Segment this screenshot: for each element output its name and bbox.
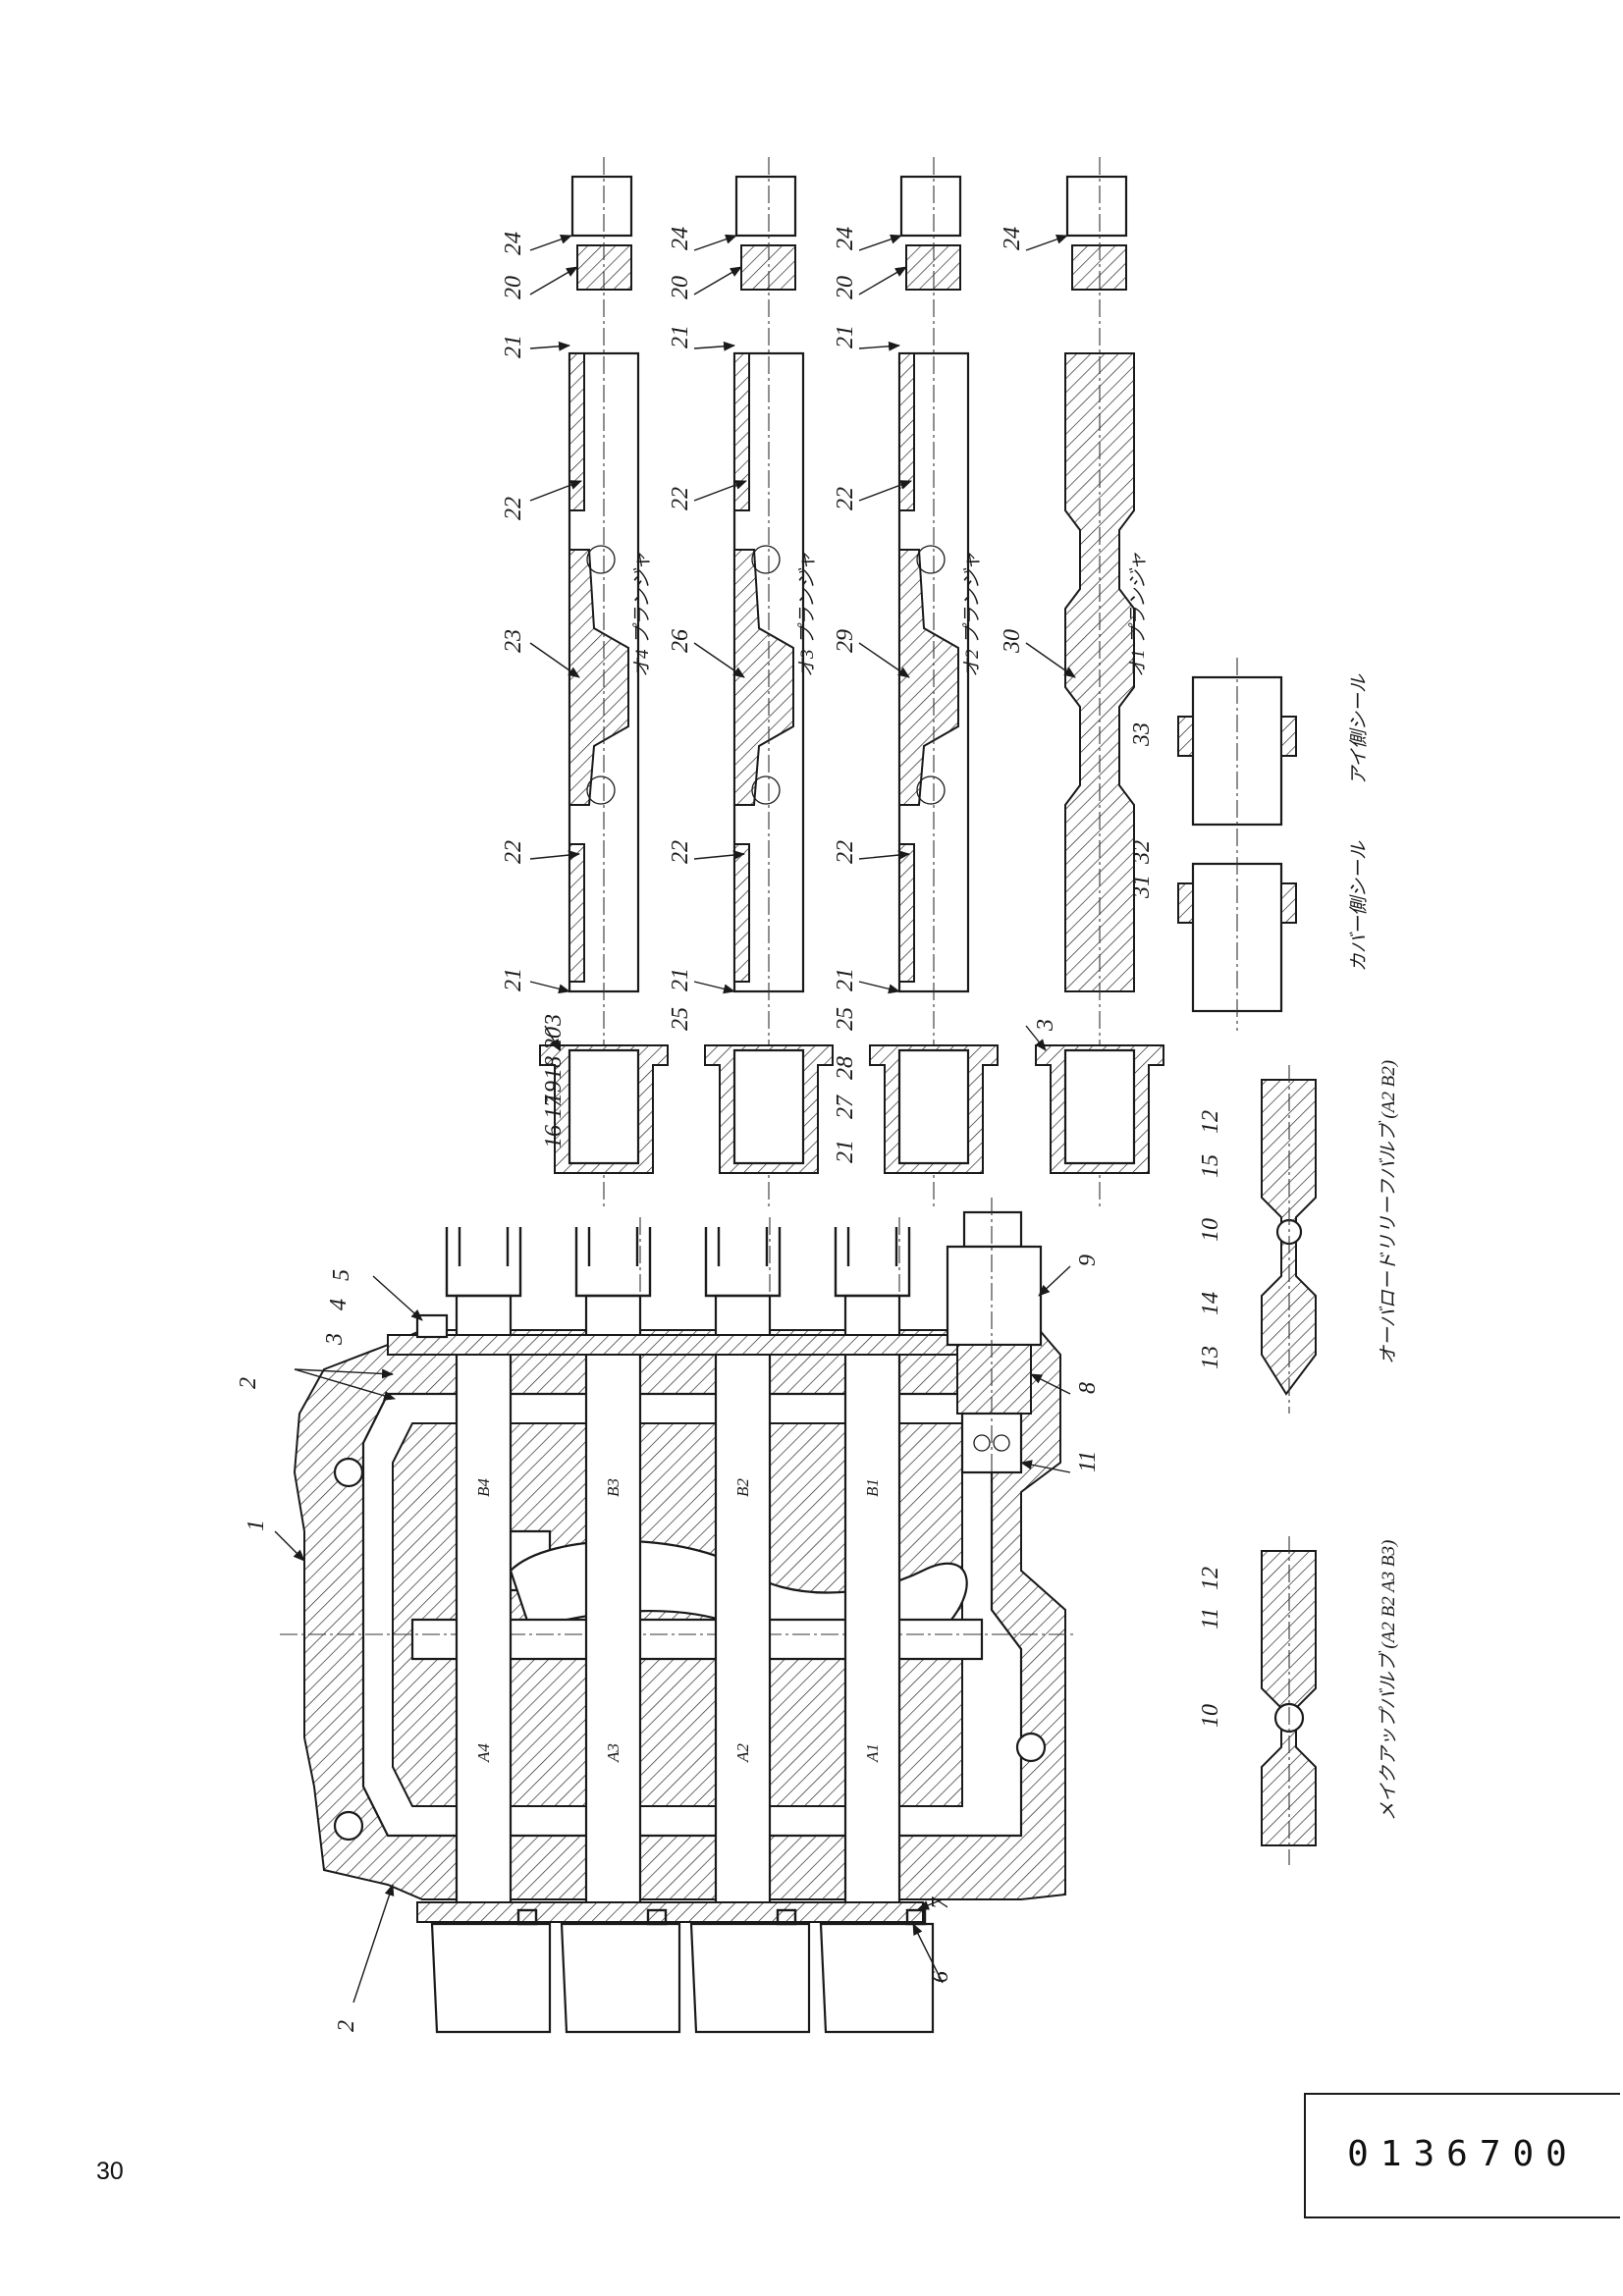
part-number-21c: 21 [833,325,858,348]
part-number-32: 32 [1129,840,1155,865]
drawing-code-box: 0136700 [1304,2093,1620,2218]
part-number-5: 5 [329,1269,354,1281]
label-plunger-4: オ4 プランジャ [632,553,653,677]
drawing-code: 0136700 [1347,2134,1579,2174]
port-label-b3: B3 [604,1478,622,1497]
port-label-a4: A4 [474,1743,493,1763]
port-label-b4: B4 [474,1478,493,1497]
label-plunger-3: オ3 プランジャ [797,553,818,677]
part-number-7: 7 [928,1896,953,1909]
part-number-31: 31 [1129,875,1155,899]
spring-caps [416,1901,935,2034]
part-number-26: 26 [668,629,693,653]
label-make-up-valve: メイクアップバルブ (A2 B2 A3 B3) [1378,1540,1399,1821]
part-number-3c: 3 [1033,1019,1058,1032]
part-number-27: 27 [833,1095,858,1119]
part-number-8: 8 [1075,1382,1101,1394]
part-number-15: 15 [1198,1154,1223,1178]
seal-detail [1177,658,1297,1031]
part-number-20c: 20 [833,276,858,299]
spool-row-1 [1035,157,1164,1207]
overload-relief-valve-detail [1261,1065,1317,1414]
part-number-3b: 3 [541,1014,567,1027]
label-seal-a-side: アイ側シール [1349,673,1370,785]
part-number-19: 19 [541,1081,567,1104]
part-number-21g: 21 [833,1140,858,1163]
part-number-25b: 25 [833,1007,858,1031]
label-seal-cover-side: カバー側シール [1349,840,1370,972]
label-plunger-1: オ1 プランジャ [1128,553,1149,677]
part-number-23: 23 [501,629,526,653]
page-number: 30 [96,2158,124,2185]
relief-valve-on-body [946,1198,1043,1512]
part-number-29: 29 [833,629,858,653]
port-label-a1: A1 [863,1743,882,1763]
spool-row-3 [704,157,834,1207]
spool-assemblies [539,157,1164,1207]
part-number-9: 9 [1075,1255,1101,1266]
label-overload-relief-valve: オーバロードリリーフバルブ (A2 B2) [1378,1060,1399,1364]
port-labels: B4 B3 B2 B1 A4 A3 A2 A1 [474,1478,882,1763]
spool-row-2 [869,157,999,1207]
part-number-22f: 22 [833,840,858,864]
part-number-11: 11 [1075,1451,1101,1472]
part-number-12: 12 [1198,1110,1223,1134]
make-up-valve-detail [1261,1536,1317,1865]
part-number-10: 10 [1198,1218,1223,1242]
label-plunger-2: オ2 プランジャ [962,553,983,677]
part-number-28: 28 [833,1056,858,1080]
part-number-22b: 22 [668,487,693,510]
part-number-24b: 24 [668,227,693,250]
part-number-33: 33 [1129,722,1155,747]
part-number-21f: 21 [833,968,858,991]
part-number-10b: 10 [1198,1704,1223,1728]
part-number-2b: 2 [334,2020,359,2032]
leader-lines [274,234,1076,2003]
part-numbers: 1 2 2 3 3 3 4 5 6 7 8 9 10 10 11 11 12 1… [236,227,1223,2032]
component-labels: オ4 プランジャ オ3 プランジャ オ2 プランジャ オ1 プランジャ アイ側シ… [632,553,1399,1821]
part-number-22c: 22 [833,487,858,510]
spool-bars [445,1227,911,1941]
spool-row-4 [539,157,669,1207]
port-label-b2: B2 [733,1478,752,1497]
part-number-21e: 21 [668,968,693,991]
part-number-18: 18 [541,1056,567,1080]
part-number-25a: 25 [668,1007,693,1031]
port-label-a3: A3 [604,1743,622,1763]
part-number-6: 6 [928,1971,953,1983]
part-number-4: 4 [326,1299,352,1310]
part-number-24c: 24 [833,227,858,250]
part-number-22e: 22 [668,840,693,864]
part-number-3: 3 [322,1333,348,1346]
part-number-21d: 21 [501,968,526,991]
part-number-20b: 20 [668,276,693,299]
part-number-12b: 12 [1198,1567,1223,1590]
part-number-21a: 21 [501,335,526,358]
part-number-20d: 20 [541,1027,567,1050]
port-label-b1: B1 [863,1478,882,1497]
part-number-21b: 21 [668,325,693,348]
part-number-1: 1 [243,1520,269,1531]
part-number-13: 13 [1198,1346,1223,1369]
part-number-24a: 24 [501,232,526,255]
part-number-22a: 22 [501,497,526,520]
port-label-a2: A2 [733,1743,752,1763]
part-number-24d: 24 [1000,227,1025,250]
part-number-17: 17 [541,1095,567,1119]
part-number-14: 14 [1198,1292,1223,1315]
part-number-30: 30 [1000,629,1025,654]
part-number-11b: 11 [1198,1608,1223,1629]
part-number-2: 2 [236,1377,261,1389]
part-number-22d: 22 [501,840,526,864]
part-number-20a: 20 [501,276,526,299]
part-number-16: 16 [541,1125,567,1148]
